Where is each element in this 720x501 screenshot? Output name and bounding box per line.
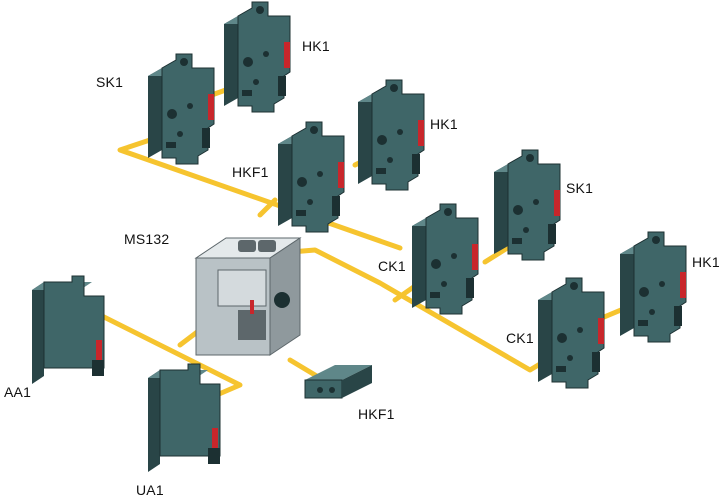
module-ck1-low (537, 277, 605, 389)
label-sk1-right: SK1 (566, 180, 594, 196)
label-hkf1-low: HKF1 (358, 406, 395, 422)
label-hk1-top: HK1 (302, 38, 330, 54)
module-hk1-mid (357, 79, 425, 191)
module-hk1-top (223, 1, 291, 113)
module-hk1-right (619, 231, 687, 343)
module-sk1-top (147, 53, 215, 165)
label-ua1: UA1 (136, 482, 164, 498)
module-ck1-mid (411, 203, 479, 315)
module-ua1 (147, 363, 221, 473)
ms132-breaker (194, 237, 302, 356)
label-hkf1-mid: HKF1 (232, 164, 269, 180)
label-ck1-mid: CK1 (378, 258, 406, 274)
hkf1-low-block (304, 365, 372, 399)
label-hk1-mid: HK1 (430, 116, 458, 132)
module-aa1 (31, 275, 105, 385)
label-hk1-right: HK1 (692, 254, 720, 270)
label-sk1-top: SK1 (96, 74, 124, 90)
module-sk1-right (493, 149, 561, 261)
module-hkf1-mid (277, 121, 345, 233)
label-aa1: AA1 (4, 384, 32, 400)
label-ck1-low: CK1 (506, 330, 534, 346)
label-ms132: MS132 (124, 231, 170, 247)
